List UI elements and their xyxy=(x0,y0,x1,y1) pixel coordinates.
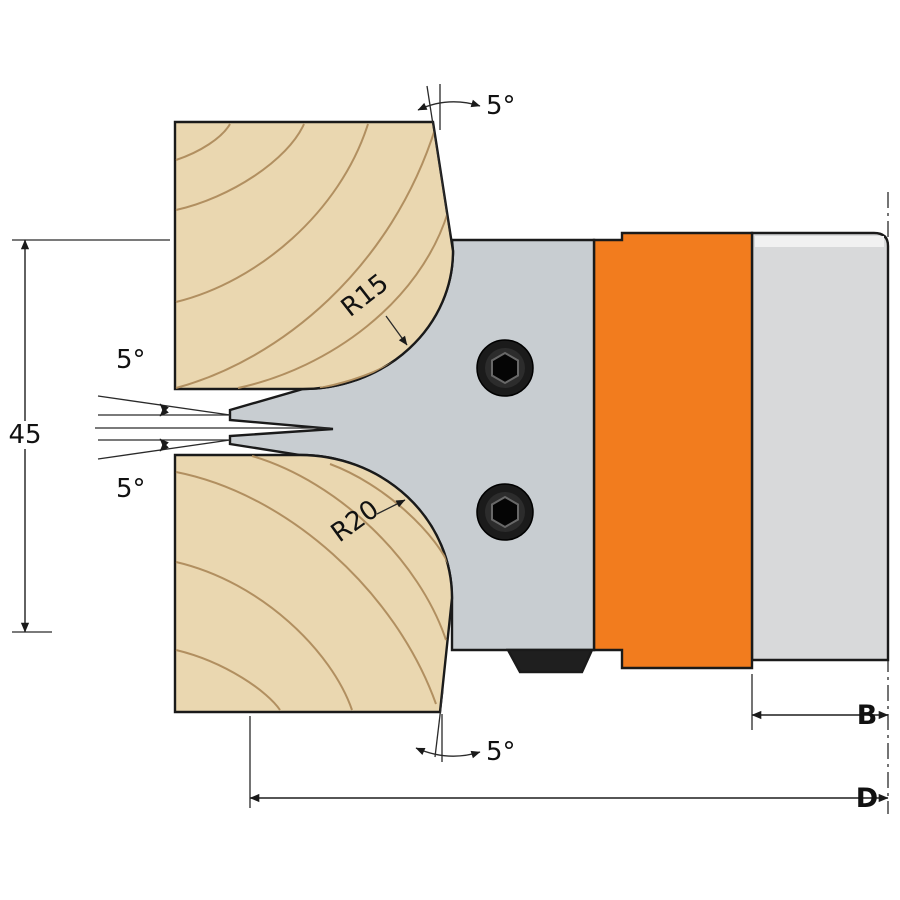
dim-45: 45 xyxy=(3,239,170,633)
shaft-block xyxy=(750,231,890,662)
angle-upper-left-label: 5° xyxy=(116,345,146,375)
angle-lower-left-label: 5° xyxy=(116,474,146,504)
spacer-block xyxy=(592,231,754,670)
hex-socket-icon xyxy=(491,351,519,385)
shaft-highlight xyxy=(755,236,884,247)
angle-upper-left-arc xyxy=(159,403,169,417)
angle-bottom-arc xyxy=(415,747,481,759)
dim-45-label: 45 xyxy=(8,420,41,450)
angle-top-arc xyxy=(417,99,481,111)
dim-b-label: B xyxy=(857,700,878,731)
lock-nut xyxy=(505,648,594,674)
radius-upper-leader xyxy=(385,315,408,346)
hex-socket-icon xyxy=(491,495,519,529)
angle-bottom: 5° xyxy=(415,689,516,767)
angle-top: 5° xyxy=(417,84,516,235)
wood-grain-bottom xyxy=(175,455,452,711)
angle-lower-left-arc xyxy=(159,438,169,452)
angle-top-edge-line xyxy=(426,85,451,235)
dim-d: D xyxy=(249,716,889,814)
angle-bottom-label: 5° xyxy=(486,737,516,767)
bottom-wood-block xyxy=(173,453,454,714)
knife-tip-callouts: 5° 5° xyxy=(95,345,330,504)
dim-45-label-mask xyxy=(3,421,47,449)
radius-lower-leader xyxy=(376,499,406,515)
clamp-screw-top xyxy=(476,339,534,397)
clamp-screw-bottom xyxy=(476,483,534,541)
angle-top-label: 5° xyxy=(486,91,516,121)
dim-d-label: D xyxy=(856,783,878,814)
angle-bottom-edge-line xyxy=(434,689,444,758)
dim-b: B xyxy=(751,674,889,731)
